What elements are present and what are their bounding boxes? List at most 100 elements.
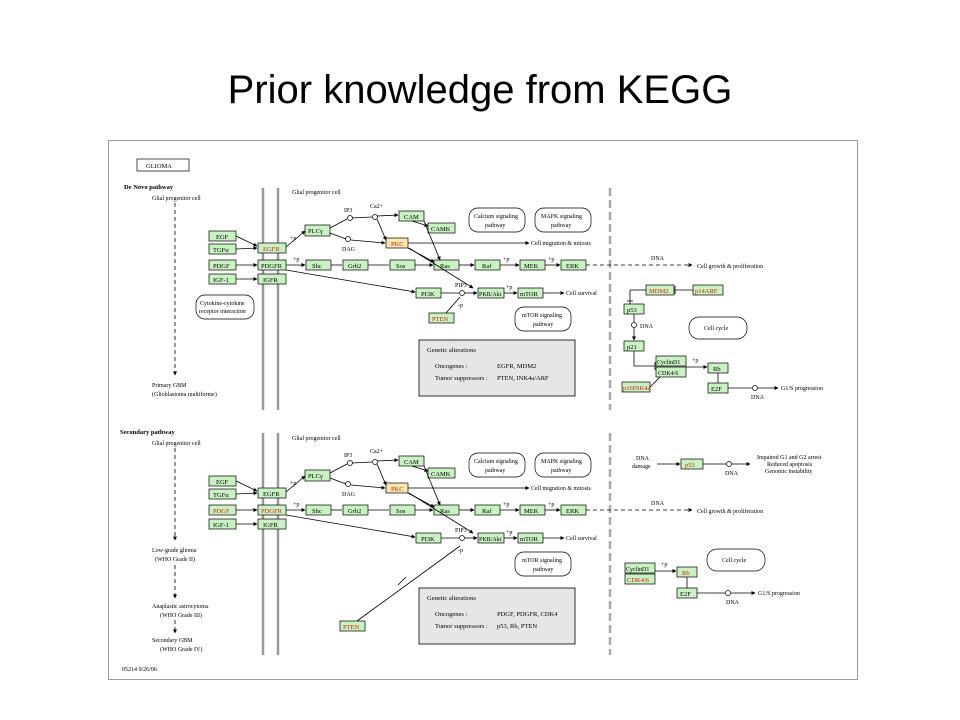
svg-text:+p: +p bbox=[290, 236, 296, 242]
node-mek: MEK bbox=[524, 263, 539, 270]
svg-text:DAG: DAG bbox=[342, 492, 356, 498]
denovo-outcome-2: (Glioblastoma multiforme) bbox=[152, 391, 217, 398]
stage-low-grade-who: (WHO Grade II) bbox=[155, 556, 195, 563]
node-p21: p21 bbox=[627, 344, 637, 351]
svg-text:DNA: DNA bbox=[751, 395, 765, 401]
svg-text:pathway: pathway bbox=[533, 567, 553, 573]
svg-text:Ca2+: Ca2+ bbox=[370, 449, 384, 455]
svg-text:MAPK signaling: MAPK signaling bbox=[541, 214, 582, 220]
ligand-igf1: IGF-1 bbox=[213, 277, 229, 284]
denovo-title: De Novo pathway bbox=[124, 184, 174, 191]
svg-text:Raf: Raf bbox=[482, 508, 492, 515]
cytokine-box bbox=[195, 294, 255, 320]
svg-text:+p: +p bbox=[506, 530, 512, 536]
node-camk: CAMK bbox=[431, 226, 451, 233]
svg-text:damage: damage bbox=[632, 464, 651, 470]
node-erk: ERK bbox=[566, 263, 579, 270]
svg-text:CAMK: CAMK bbox=[431, 471, 451, 478]
node-cam: CAM bbox=[404, 214, 419, 221]
secondary-cell-label: Glial progenitor cell bbox=[152, 441, 201, 447]
node-p53: p53 bbox=[627, 307, 637, 314]
svg-text:+p: +p bbox=[503, 257, 509, 263]
secondary-ligands: EGF TGFα PDGF IGF-1 bbox=[208, 475, 237, 530]
denovo-ligands: EGF TGFα PDGF IGF-1 bbox=[208, 230, 237, 285]
slide-title: Prior knowledge from KEGG bbox=[227, 68, 733, 112]
secondary-signaling: PLCγ IP3 Ca2+ DAG CAM CAMK PKC Cell migr… bbox=[285, 449, 763, 632]
svg-text:MAPK signaling: MAPK signaling bbox=[541, 459, 582, 465]
node-mdm2: MDM2 bbox=[649, 288, 669, 295]
map-title: GLIOMA bbox=[146, 163, 172, 170]
svg-text:G1/S progression: G1/S progression bbox=[758, 591, 800, 597]
node-cyclind1: CyclinD1 bbox=[657, 360, 680, 366]
svg-text:Genetic alterations: Genetic alterations bbox=[427, 595, 476, 602]
svg-text:DNA: DNA bbox=[636, 456, 650, 462]
svg-text:PKB/Akt: PKB/Akt bbox=[479, 537, 502, 543]
node-plcg: PLCγ bbox=[308, 228, 323, 235]
denovo-outcome-1: Primary GBM bbox=[152, 383, 187, 389]
svg-text:Cell survival: Cell survival bbox=[566, 291, 597, 297]
svg-text:-p: -p bbox=[458, 548, 463, 554]
svg-text:PIP3: PIP3 bbox=[455, 283, 467, 289]
node-pi3k: PI3K bbox=[421, 291, 435, 298]
svg-text:PLCγ: PLCγ bbox=[308, 473, 323, 480]
svg-text:MEK: MEK bbox=[524, 508, 539, 515]
node-mtor: mTOR bbox=[520, 291, 539, 298]
svg-text:Ca2+: Ca2+ bbox=[370, 204, 384, 210]
node-p16: p16INK4a bbox=[623, 385, 651, 392]
svg-text:Cell cycle: Cell cycle bbox=[704, 326, 728, 332]
node-e2f: E2F bbox=[711, 386, 722, 393]
svg-text:+p: +p bbox=[692, 358, 698, 364]
node-grb2: Grb2 bbox=[348, 263, 361, 270]
svg-text:+p: +p bbox=[290, 481, 296, 487]
svg-text:+p: +p bbox=[503, 502, 509, 508]
svg-text:PDGF: PDGF bbox=[213, 508, 230, 515]
receptor-pdgfr: PDGFR bbox=[261, 263, 283, 270]
svg-text:Ras: Ras bbox=[440, 508, 450, 515]
stage-low-grade: Low-grade glioma bbox=[152, 548, 197, 554]
svg-text:IP3: IP3 bbox=[344, 208, 352, 214]
node-pten: PTEN bbox=[432, 316, 449, 323]
svg-text:Cell survival: Cell survival bbox=[566, 536, 597, 542]
svg-text:mTOR signaling: mTOR signaling bbox=[522, 558, 562, 564]
svg-text:EGF: EGF bbox=[216, 479, 229, 486]
svg-text:Cell growth & proliferation: Cell growth & proliferation bbox=[697, 508, 763, 515]
svg-text:pathway: pathway bbox=[551, 468, 571, 474]
svg-text:DNA: DNA bbox=[651, 501, 665, 507]
svg-text:Tumor suppressors :: Tumor suppressors : bbox=[435, 375, 488, 382]
svg-text:Cell migration & mitosis: Cell migration & mitosis bbox=[531, 486, 591, 492]
svg-text:E2F: E2F bbox=[680, 591, 691, 598]
denovo-signaling: PLCγ IP3 Ca2+ DAG CAM CAMK PKC Cell migr… bbox=[285, 204, 763, 332]
receptor-egfr: EGFR bbox=[263, 246, 280, 253]
svg-text:PKC: PKC bbox=[391, 486, 404, 493]
svg-text:mTOR: mTOR bbox=[520, 536, 539, 543]
svg-text:DAG: DAG bbox=[342, 247, 356, 253]
svg-text:PTEN: PTEN bbox=[343, 624, 360, 631]
svg-text:EGFR, MDM2: EGFR, MDM2 bbox=[497, 363, 536, 370]
ligand-tgfa: TGFα bbox=[213, 247, 229, 254]
secondary-receptors: EGFR PDGFR IGFR bbox=[257, 487, 287, 530]
svg-text:TGFα: TGFα bbox=[213, 492, 229, 499]
denovo-cell-label: Glial progenitor cell bbox=[152, 196, 201, 202]
svg-text:IGFR: IGFR bbox=[263, 522, 278, 529]
secondary-nucleus: DNA damage p53 DNA Impaired G1 and G2 ar… bbox=[624, 455, 822, 606]
denovo-cell-label-right: Glial progenitor cell bbox=[292, 190, 341, 196]
svg-text:IP3: IP3 bbox=[344, 453, 352, 459]
svg-text:Cell migration & mitosis: Cell migration & mitosis bbox=[531, 241, 591, 247]
svg-text:PTEN, INK4a/ARF: PTEN, INK4a/ARF bbox=[497, 375, 549, 382]
svg-text:pathway: pathway bbox=[533, 322, 553, 328]
svg-text:pathway: pathway bbox=[485, 468, 505, 474]
node-pkb: PKB/Akt bbox=[479, 292, 502, 298]
svg-text:DNA: DNA bbox=[640, 324, 654, 330]
svg-text:DNA: DNA bbox=[726, 600, 740, 606]
node-raf: Raf bbox=[482, 263, 492, 270]
svg-text:ERK: ERK bbox=[566, 508, 579, 515]
cell-membrane bbox=[261, 188, 280, 655]
ligand-pdgf: PDGF bbox=[213, 263, 230, 270]
secondary-title: Secondary pathway bbox=[120, 429, 175, 436]
svg-text:-p: -p bbox=[458, 303, 463, 309]
svg-text:Oncogenes :: Oncogenes : bbox=[435, 363, 468, 370]
denovo-receptors: EGFR PDGFR IGFR bbox=[257, 242, 287, 285]
svg-text:Shc: Shc bbox=[312, 508, 322, 515]
svg-text:Genomic instability: Genomic instability bbox=[765, 469, 813, 475]
